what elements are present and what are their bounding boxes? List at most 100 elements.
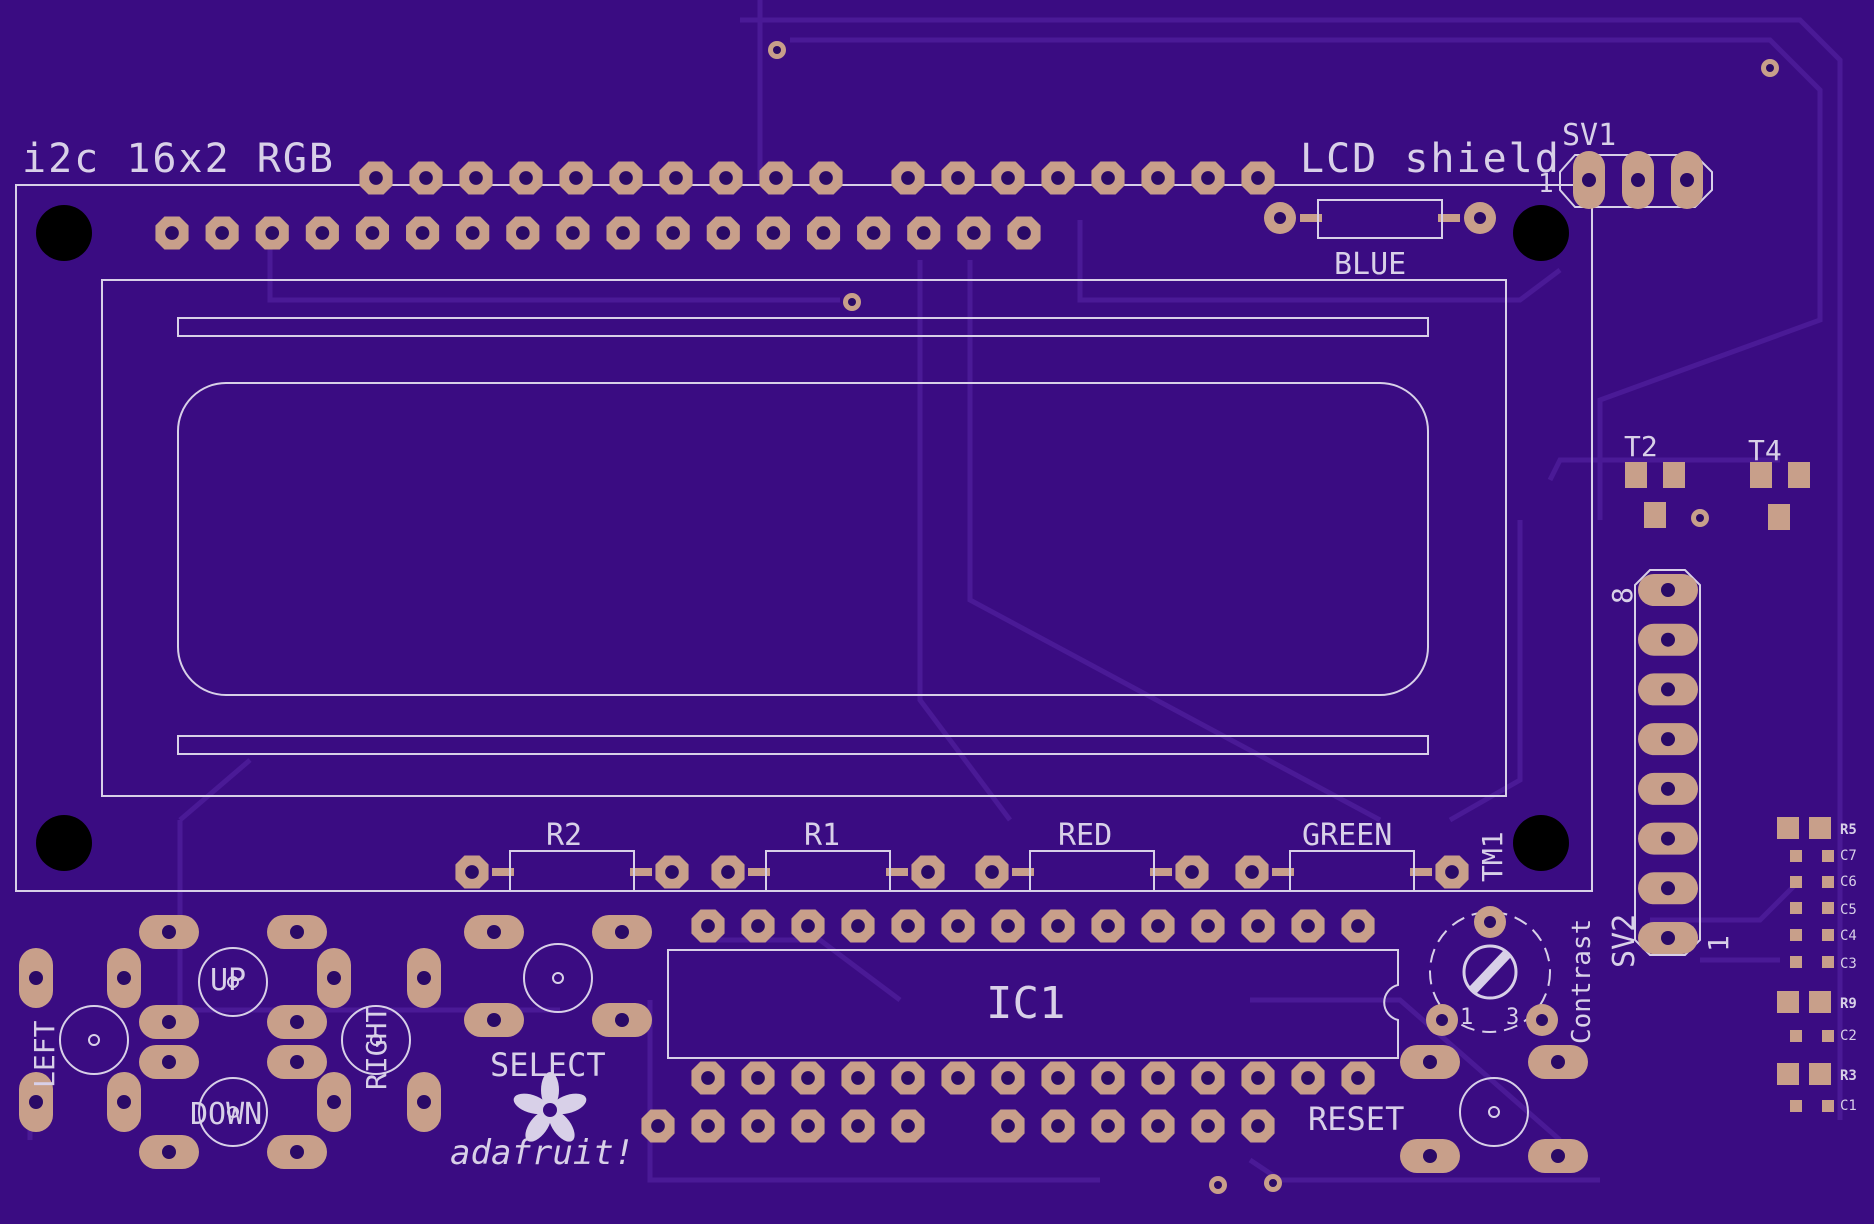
green-label: GREEN <box>1302 818 1392 853</box>
header-pad <box>759 161 793 195</box>
header-pad <box>1191 1109 1225 1143</box>
ic1-pin-pad <box>791 909 825 943</box>
capacitor-pads <box>1790 1100 1834 1112</box>
button-pad <box>19 948 53 1008</box>
ic1-pin-pad <box>1291 909 1325 943</box>
right-button[interactable] <box>317 948 441 1132</box>
sv2-pin1-label: 1 <box>1702 935 1735 952</box>
bottom-header-pads <box>641 1109 1275 1143</box>
resistor-pad <box>1435 855 1469 889</box>
ic1-pin-pad <box>1291 1061 1325 1095</box>
r9-label: R9 <box>1840 996 1857 1012</box>
resistor-pad <box>711 855 745 889</box>
c4-label: C4 <box>1840 928 1857 944</box>
t2-label: T2 <box>1624 430 1658 463</box>
select-button[interactable] <box>464 915 652 1037</box>
mounting-holes <box>36 205 1569 871</box>
header-pad <box>1241 161 1275 195</box>
r3-label: R3 <box>1840 1068 1857 1084</box>
header-pad <box>791 1109 825 1143</box>
down-button[interactable] <box>139 1045 327 1169</box>
header-pad <box>1091 1109 1125 1143</box>
header-pad <box>891 1109 925 1143</box>
brand-label: adafruit! <box>450 1133 634 1173</box>
lcd-pin-pad <box>155 216 189 250</box>
button-pad <box>1528 1045 1588 1079</box>
ic1-pin-pad <box>841 909 875 943</box>
sv2-pin-pad <box>1638 822 1698 855</box>
button-pad <box>19 1072 53 1132</box>
sv1-label: SV1 <box>1562 118 1616 153</box>
resistor-pad <box>655 855 689 889</box>
sv2-pin8-label: 8 <box>1606 587 1639 604</box>
header-pad <box>841 1109 875 1143</box>
ic1-pin-pad <box>741 1061 775 1095</box>
sv2-pin-pad <box>1638 872 1698 905</box>
ic1-outline <box>667 949 1399 1059</box>
flower-logo-icon <box>513 1072 587 1142</box>
c2-label: C2 <box>1840 1028 1857 1044</box>
lcd-pin-pad <box>857 216 891 250</box>
lcd-pin-pad <box>907 216 941 250</box>
silkscreen-text: i2c 16x2 RGB LCD shield SV1 1 BLUE T2 T4… <box>22 118 1857 1173</box>
header-pad <box>891 161 925 195</box>
t4-label: T4 <box>1748 434 1782 467</box>
ic1-pin-pad <box>1091 909 1125 943</box>
blue-label: BLUE <box>1334 247 1406 282</box>
header-pad <box>1241 1109 1275 1143</box>
sv2-pin-pad <box>1638 673 1698 706</box>
header-pad <box>709 161 743 195</box>
lcd-pin-pad <box>957 216 991 250</box>
lcd-pin-pad <box>255 216 289 250</box>
lcd-pin-pad <box>355 216 390 250</box>
capacitor-pads <box>1790 956 1834 968</box>
header-pad <box>409 161 443 195</box>
header-pad <box>659 161 693 195</box>
sv1-pin1-label: 1 <box>1538 169 1554 199</box>
bottom-resistors <box>455 850 1469 892</box>
left-button[interactable] <box>19 948 141 1132</box>
ic1-pin-pad <box>891 909 925 943</box>
contrast-label: Contrast <box>1567 919 1597 1044</box>
c5-label: C5 <box>1840 902 1857 918</box>
header-pad <box>641 1109 675 1143</box>
ic1-pin-pad <box>1191 1061 1225 1095</box>
c7-label: C7 <box>1840 848 1857 864</box>
ic1-label: IC1 <box>986 978 1065 1029</box>
lcd-pin-pad <box>205 216 239 250</box>
sv2-pin-pad <box>1638 772 1698 805</box>
lcd-pin-pad <box>556 216 590 250</box>
resistor-pad <box>1235 855 1269 889</box>
ic1-pin-pad <box>941 909 975 943</box>
button-pad <box>139 915 199 949</box>
lcd-pin-pad <box>1007 216 1041 250</box>
blue-resistor <box>1264 199 1496 239</box>
button-pad <box>267 1135 327 1169</box>
capacitor-pads <box>1790 850 1834 862</box>
c3-label: C3 <box>1840 956 1857 972</box>
ic1-pin-pad <box>1241 909 1275 943</box>
title-right: LCD shield <box>1300 136 1561 182</box>
up-button[interactable] <box>139 915 327 1039</box>
button-pad <box>1400 1045 1460 1079</box>
pot-pin3-label: 3 <box>1506 1005 1519 1030</box>
r5-pads <box>1777 817 1831 839</box>
mounting-hole-icon <box>1513 815 1569 871</box>
lcd-pin-pad <box>456 216 490 250</box>
button-pad <box>139 1005 199 1039</box>
c1-label: C1 <box>1840 1098 1857 1114</box>
ic1-pin-rows <box>691 909 1375 1095</box>
up-label: UP <box>210 963 246 998</box>
r5-label: R5 <box>1840 822 1857 838</box>
r9-pads <box>1777 991 1831 1013</box>
reset-button[interactable] <box>1400 1045 1588 1173</box>
tactile-buttons <box>19 915 1588 1173</box>
right-label: RIGHT <box>360 1006 393 1090</box>
smd-components <box>1777 817 1834 1112</box>
header-pad <box>1041 1109 1075 1143</box>
ic1-pin-pad <box>991 909 1025 943</box>
r2-label: R2 <box>546 818 582 853</box>
button-pad <box>267 1005 327 1039</box>
ic1-pin-pad <box>891 1061 925 1095</box>
